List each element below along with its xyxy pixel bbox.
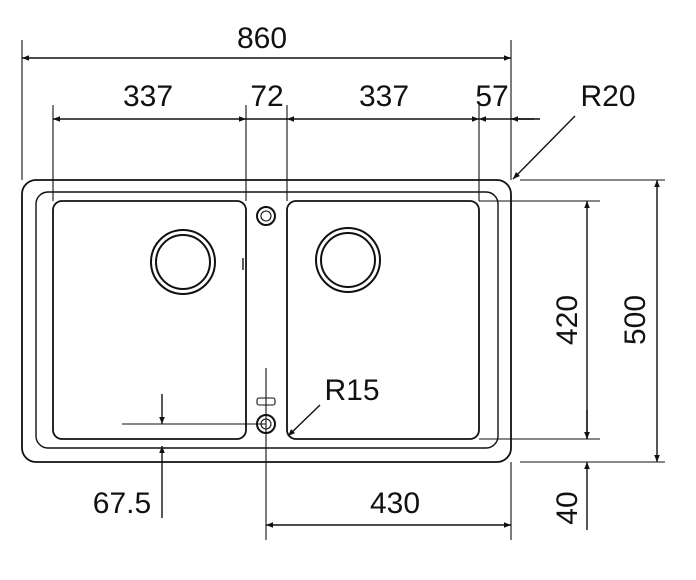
dim-overall-width: 860 (237, 22, 287, 55)
leader-inner-radius (287, 404, 321, 437)
dim-outer-radius: R20 (580, 80, 635, 113)
dim-overall-height: 500 (619, 295, 652, 345)
dim-bowl-left: 337 (123, 80, 173, 113)
dim-bowl-right: 337 (359, 80, 409, 113)
dim-bowl-height: 420 (551, 295, 584, 345)
left-bowl (52, 200, 247, 440)
dim-inner-radius: R15 (324, 374, 379, 407)
left-drain (150, 229, 216, 295)
overflow-hole-top (256, 206, 276, 226)
dim-drain-span: 430 (370, 487, 420, 520)
right-drain (315, 227, 381, 293)
right-bowl (286, 200, 480, 440)
dim-right-margin: 57 (475, 80, 508, 113)
dim-drain-offset: 67.5 (93, 487, 151, 520)
dim-center-gap: 72 (250, 80, 283, 113)
sink-inner-rim (35, 191, 499, 449)
leader-outer-radius (512, 115, 576, 180)
dim-bottom-margin: 40 (551, 491, 584, 524)
